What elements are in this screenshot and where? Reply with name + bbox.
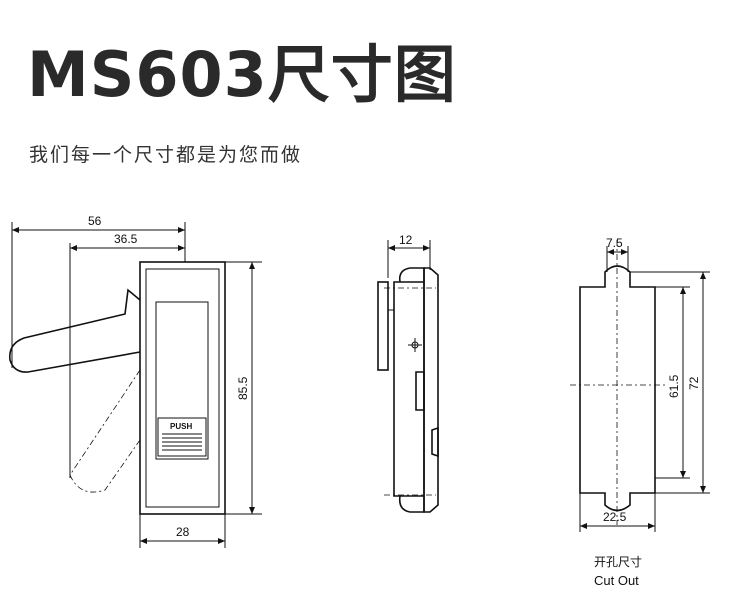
dim-inner-height: 61.5 xyxy=(667,374,681,398)
dim-overall-width: 56 xyxy=(88,214,102,228)
dim-handle-offset: 36.5 xyxy=(114,232,138,246)
side-top-lug xyxy=(398,267,425,283)
body-outer xyxy=(139,261,226,515)
side-flange xyxy=(423,267,439,513)
side-back-plate xyxy=(377,281,389,371)
body-inner xyxy=(145,268,220,508)
side-latch xyxy=(415,371,425,411)
dim-body-width: 28 xyxy=(176,525,190,539)
dim-depth: 12 xyxy=(399,233,413,247)
dim-total-height: 72 xyxy=(687,376,701,390)
push-label: PUSH xyxy=(170,422,192,431)
cutout-view: 7.5 61.5 72 22.5 开孔尺寸 Cut Out xyxy=(570,236,710,588)
cutout-caption-en: Cut Out xyxy=(594,573,639,588)
page-title: MS603尺寸图 xyxy=(27,38,457,111)
cutout-outline xyxy=(579,265,656,512)
dim-tab-width: 7.5 xyxy=(606,236,623,250)
page-subtitle: 我们每一个尺寸都是为您而做 xyxy=(29,144,303,166)
body-window xyxy=(155,301,209,460)
handle-swing-path xyxy=(69,369,141,493)
front-view: 56 36.5 PUSH 85.5 28 xyxy=(8,214,262,548)
dim-width: 22.5 xyxy=(603,510,627,524)
dim-height: 85.5 xyxy=(236,376,250,400)
push-button-ridges xyxy=(162,433,202,451)
cutout-caption-cn: 开孔尺寸 xyxy=(594,555,642,569)
side-view: 12 xyxy=(377,233,439,513)
push-button xyxy=(157,417,207,457)
side-body xyxy=(393,281,425,497)
side-push-tab xyxy=(431,426,439,458)
handle-lever xyxy=(8,288,141,373)
side-bottom-lug xyxy=(398,495,425,513)
pivot-crosshair-icon xyxy=(408,338,422,352)
